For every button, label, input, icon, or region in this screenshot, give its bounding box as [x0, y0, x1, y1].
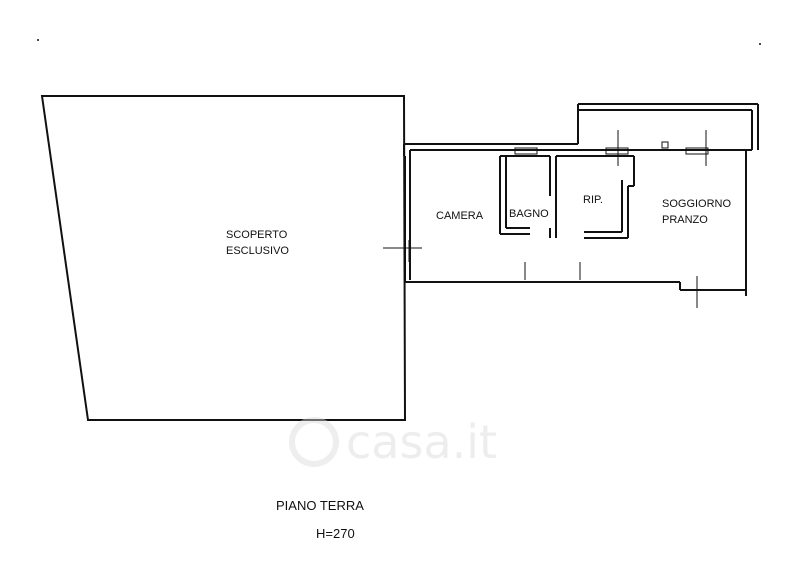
- bathroom-walls: [499, 155, 557, 238]
- scoperto-label-line1: SCOPERTO: [226, 229, 288, 241]
- bagno-label: BAGNO: [509, 208, 549, 220]
- svg-text:casa.it: casa.it: [346, 415, 497, 469]
- height-caption: H=270: [316, 526, 355, 541]
- scoperto-label-line2: ESCLUSIVO: [226, 245, 289, 257]
- floor-caption: PIANO TERRA: [276, 498, 364, 513]
- soggiorno-label-line2: PRANZO: [662, 214, 708, 226]
- storage-walls: [556, 155, 635, 239]
- scoperto-area-outline: [40, 95, 407, 421]
- apartment-outline: [403, 103, 759, 296]
- corner-mark: [759, 43, 761, 45]
- soggiorno-label-line1: SOGGIORNO: [662, 198, 732, 210]
- corner-mark: [37, 39, 39, 41]
- camera-label: CAMERA: [436, 210, 484, 222]
- window-marks: [514, 130, 709, 308]
- ripostiglio-label: RIP.: [583, 194, 603, 206]
- casa-it-watermark: casa.it: [289, 415, 497, 469]
